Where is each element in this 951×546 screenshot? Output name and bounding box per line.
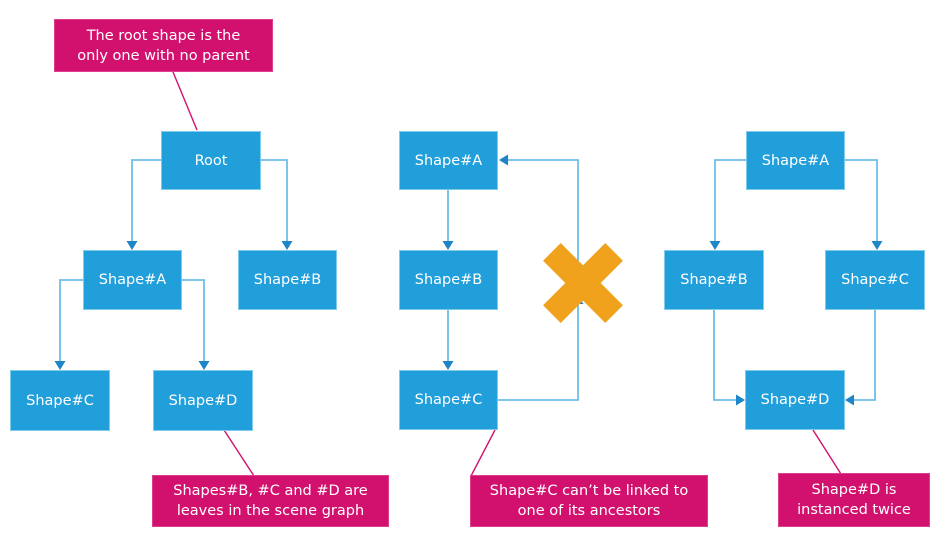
connector-shape-a-to-shape-d bbox=[182, 279, 205, 362]
callout-text-line: leaves in the scene graph bbox=[176, 503, 365, 519]
node-label: Shape#A bbox=[414, 152, 483, 169]
connector-inst-b-to-d bbox=[713, 310, 736, 401]
callout-instance: Shape#D is instanced twice bbox=[778, 473, 930, 527]
node-tree-shape-a: Shape#A bbox=[83, 250, 182, 310]
arrowhead-down-icon bbox=[442, 241, 454, 250]
forbidden-cross-icon bbox=[543, 243, 623, 323]
node-cycle-shape-b: Shape#B bbox=[399, 250, 498, 310]
arrowhead-down-icon bbox=[54, 361, 66, 370]
arrowhead-right-icon bbox=[736, 394, 745, 406]
arrowhead-down-icon bbox=[281, 241, 293, 250]
callout-cycle: Shape#C can’t be linked to one of its an… bbox=[470, 475, 708, 527]
node-tree-shape-b: Shape#B bbox=[238, 250, 337, 310]
leader-leaves-callout bbox=[223, 429, 255, 477]
node-label: Shape#D bbox=[760, 392, 830, 408]
callout-leaves: Shapes#B, #C and #D are leaves in the sc… bbox=[152, 475, 389, 527]
arrowhead-down-icon bbox=[871, 241, 883, 250]
node-label: Shape#C bbox=[26, 392, 94, 409]
node-label: Shape#A bbox=[98, 272, 167, 288]
callout-leaders bbox=[172, 71, 842, 477]
callout-text-line: Shapes#B, #C and #D are bbox=[173, 483, 368, 499]
node-label: Shape#B bbox=[253, 272, 322, 288]
tree-connectors bbox=[54, 159, 293, 370]
instancing-connectors bbox=[709, 159, 883, 406]
node-cycle-shape-c: Shape#C bbox=[399, 370, 498, 430]
node-inst-shape-c: Shape#C bbox=[825, 250, 925, 310]
node-tree-shape-d: Shape#D bbox=[153, 370, 253, 431]
node-inst-shape-d: Shape#D bbox=[745, 370, 845, 430]
callout-text-line: only one with no parent bbox=[77, 47, 250, 64]
node-label: Shape#B bbox=[414, 272, 483, 288]
node-label: Shape#C bbox=[841, 272, 909, 288]
node-cycle-shape-a: Shape#A bbox=[399, 131, 498, 190]
callout-text-line: The root shape is the bbox=[86, 27, 241, 44]
node-label: Shape#C bbox=[414, 392, 483, 408]
connector-shape-a-to-shape-c bbox=[59, 279, 83, 362]
callout-text-line: instanced twice bbox=[797, 502, 911, 518]
node-label: Shape#A bbox=[761, 152, 830, 169]
arrowhead-down-icon bbox=[442, 361, 454, 370]
connector-root-to-shape-b bbox=[261, 159, 288, 242]
callout-root: The root shape is the only one with no p… bbox=[54, 19, 273, 72]
cycle-connectors bbox=[442, 154, 623, 401]
connector-root-to-shape-a bbox=[131, 159, 161, 242]
node-label: Shape#D bbox=[168, 392, 238, 409]
node-inst-shape-b: Shape#B bbox=[664, 250, 764, 310]
leader-instance-callout bbox=[812, 429, 842, 475]
arrowhead-down-icon bbox=[709, 241, 721, 250]
callout-text-line: Shape#C can’t be linked to bbox=[489, 483, 689, 499]
connector-inst-a-to-c bbox=[845, 159, 878, 242]
callout-text-line: one of its ancestors bbox=[517, 503, 661, 519]
arrowhead-left-icon bbox=[845, 394, 854, 406]
connector-inst-c-to-d bbox=[854, 310, 876, 401]
connector-inst-a-to-b bbox=[714, 159, 746, 242]
node-label: Root bbox=[194, 152, 228, 169]
arrowhead-left-icon bbox=[499, 154, 508, 166]
node-label: Shape#B bbox=[680, 272, 748, 288]
callout-text-line: Shape#D is bbox=[811, 482, 897, 498]
arrowhead-down-icon bbox=[198, 361, 210, 370]
node-tree-shape-c: Shape#C bbox=[10, 370, 110, 431]
leader-cycle-callout bbox=[470, 429, 496, 477]
leader-root-callout bbox=[172, 71, 198, 131]
arrowhead-down-icon bbox=[126, 241, 138, 250]
node-inst-shape-a: Shape#A bbox=[746, 131, 845, 190]
node-tree-root: Root bbox=[161, 131, 261, 190]
